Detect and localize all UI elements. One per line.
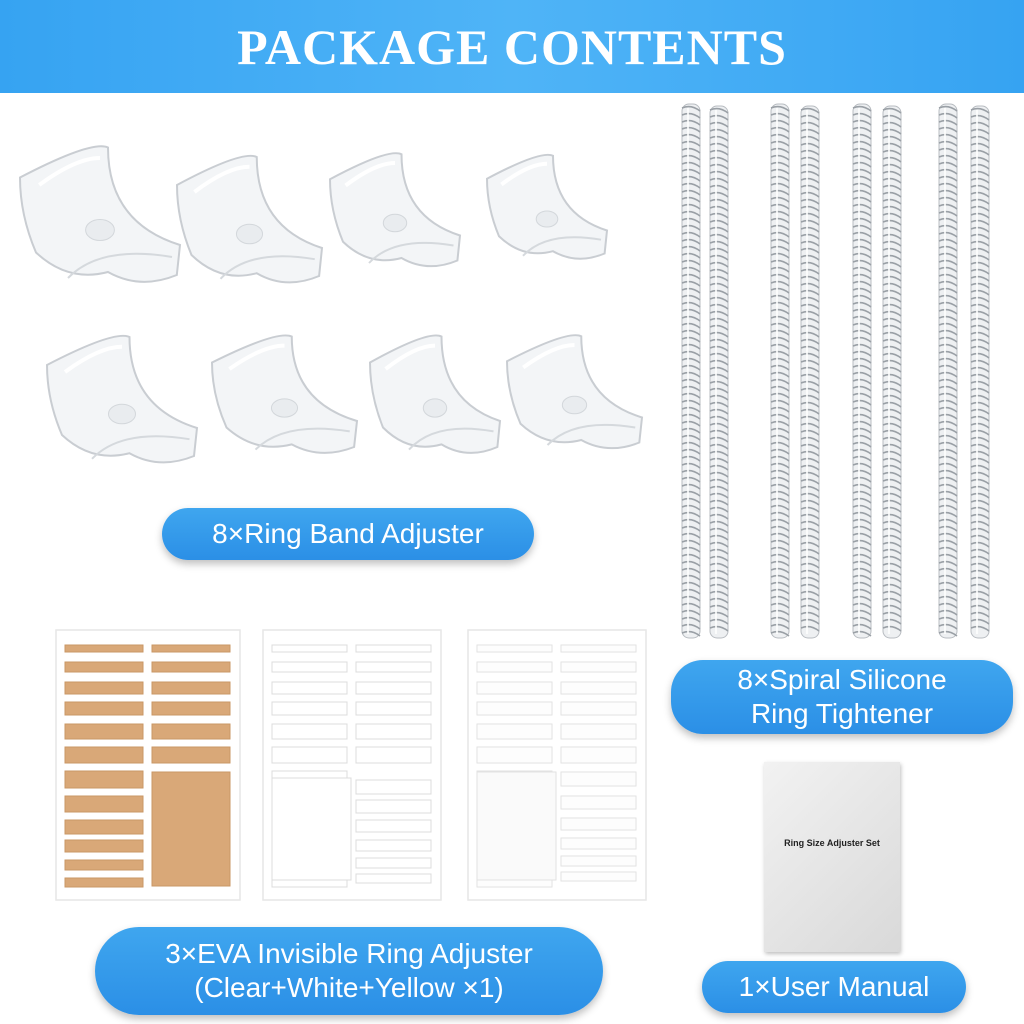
ring-band-adjuster	[210, 334, 359, 454]
spiral-tightener	[770, 103, 790, 639]
ring-band-adjuster	[328, 152, 462, 268]
page-header: PACKAGE CONTENTS	[0, 0, 1024, 93]
manual-label: 1×User Manual	[702, 961, 966, 1013]
eva-sheet-clear	[467, 629, 647, 901]
ring-band-adjuster	[485, 153, 609, 260]
spiral-label: 8×Spiral Silicone Ring Tightener	[671, 660, 1013, 734]
ring-band-label: 8×Ring Band Adjuster	[162, 508, 534, 560]
spiral-tightener	[709, 105, 729, 639]
eva-sheet-white	[262, 629, 442, 901]
spiral-tightener	[852, 103, 872, 639]
page-title: PACKAGE CONTENTS	[237, 18, 787, 75]
spiral-tightener	[681, 103, 701, 639]
ring-band-adjuster	[505, 334, 644, 450]
ring-band-adjuster	[18, 145, 182, 283]
spiral-tightener	[882, 105, 902, 639]
user-manual-image: Ring Size Adjuster Set	[764, 762, 900, 952]
ring-band-adjuster	[368, 334, 502, 454]
ring-band-adjuster	[175, 154, 324, 284]
eva-sheet-yellow	[55, 629, 241, 901]
ring-band-adjuster	[45, 334, 199, 464]
eva-label: 3×EVA Invisible Ring Adjuster (Clear+Whi…	[95, 927, 603, 1015]
spiral-tightener	[970, 105, 990, 639]
spiral-tightener	[800, 105, 820, 639]
spiral-tightener	[938, 103, 958, 639]
